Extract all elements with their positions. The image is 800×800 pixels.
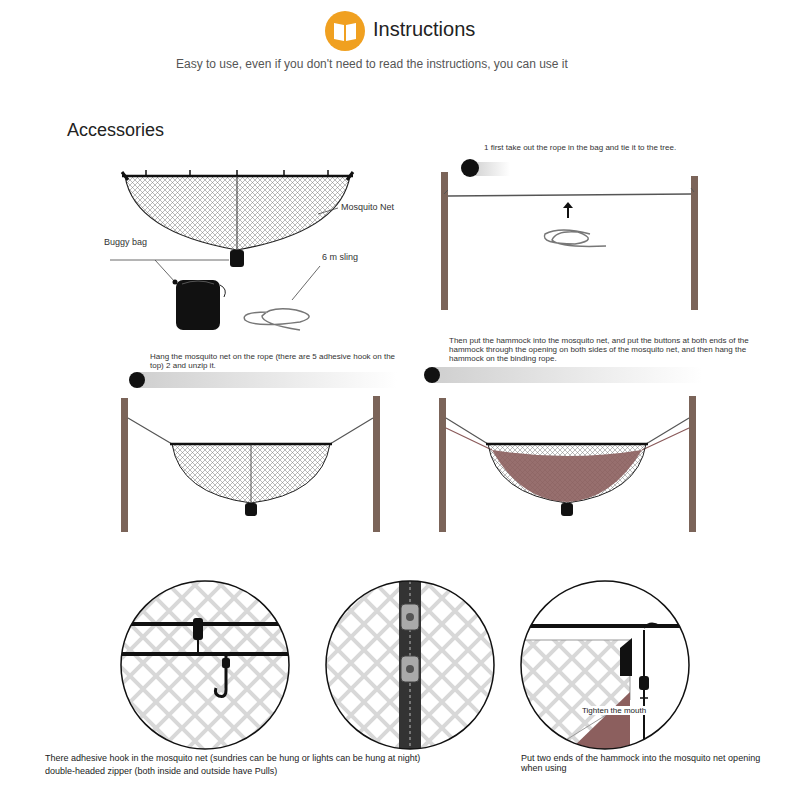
step-text: Hang the mosquito net on the rope (there… (150, 352, 400, 370)
buggy-bag (110, 260, 229, 330)
part-name: 6 m sling (322, 252, 402, 262)
step-text: Then put the hammock into the mosquito n… (449, 336, 749, 364)
detail-circle: Tighten the mouth (520, 580, 690, 750)
step-text: 1 first take out the rope in the bag and… (484, 143, 744, 152)
detail-note: double-headed zipper (both inside and ou… (45, 766, 515, 776)
zipper-detail (320, 575, 500, 755)
book-icon (325, 11, 365, 51)
section-heading: Accessories (67, 120, 267, 141)
sling-rope (244, 266, 320, 330)
part-name: Buggy bag (104, 237, 184, 247)
detail-circle-outline (520, 580, 690, 750)
subtitle: Easy to use, even if you don't need to r… (176, 58, 636, 72)
page-title: Instructions (373, 18, 475, 41)
detail-note: There adhesive hook in the mosquito net … (45, 753, 515, 763)
step-two (121, 372, 397, 532)
step-three (424, 367, 702, 532)
detail-label: Tighten the mouth (580, 706, 648, 715)
hook-detail (115, 575, 295, 755)
opening-detail (520, 580, 690, 750)
detail-note: Put two ends of the hammock into the mos… (521, 753, 781, 774)
step-one (441, 159, 698, 310)
mosquito-net (122, 170, 353, 267)
part-name: Mosquito Net (341, 202, 441, 212)
